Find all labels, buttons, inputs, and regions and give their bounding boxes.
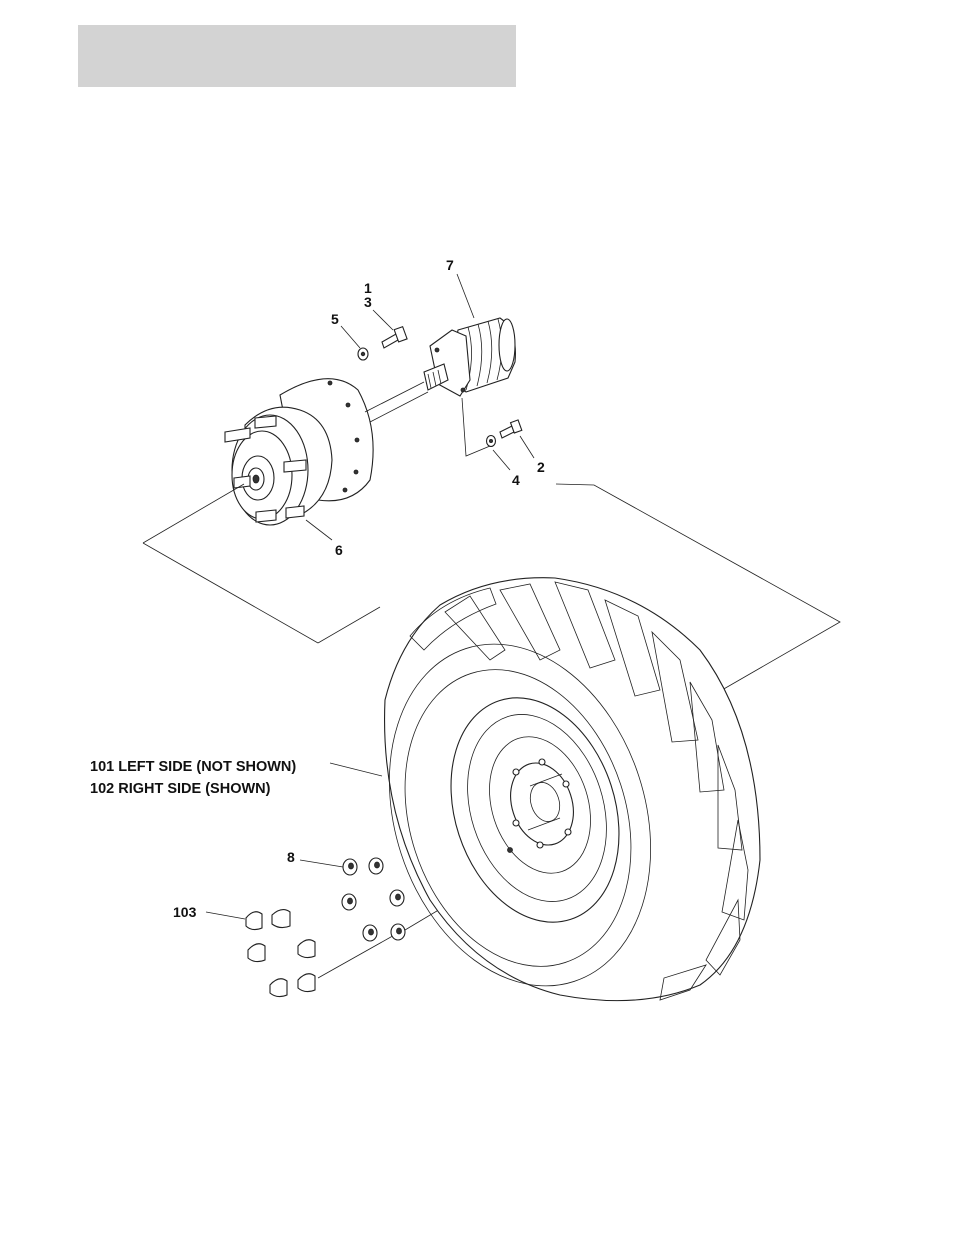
callout-wheel-right: 102 RIGHT SIDE (SHOWN) <box>90 781 271 797</box>
tire-wheel-icon <box>347 578 760 1020</box>
wheel-hub-icon <box>225 379 428 525</box>
drive-motor-icon <box>424 318 515 396</box>
callout-5: 5 <box>331 311 339 327</box>
callout-6: 6 <box>335 542 343 558</box>
callout-3: 3 <box>364 294 372 310</box>
callout-2: 2 <box>537 459 545 475</box>
callout-4: 4 <box>512 472 520 488</box>
callout-wheel-left: 101 LEFT SIDE (NOT SHOWN) <box>90 759 296 775</box>
lug-nut-icon <box>342 858 405 941</box>
callout-7: 7 <box>446 257 454 273</box>
callout-103: 103 <box>173 904 197 920</box>
lug-cap-icon <box>246 910 315 997</box>
callout-8: 8 <box>287 849 295 865</box>
